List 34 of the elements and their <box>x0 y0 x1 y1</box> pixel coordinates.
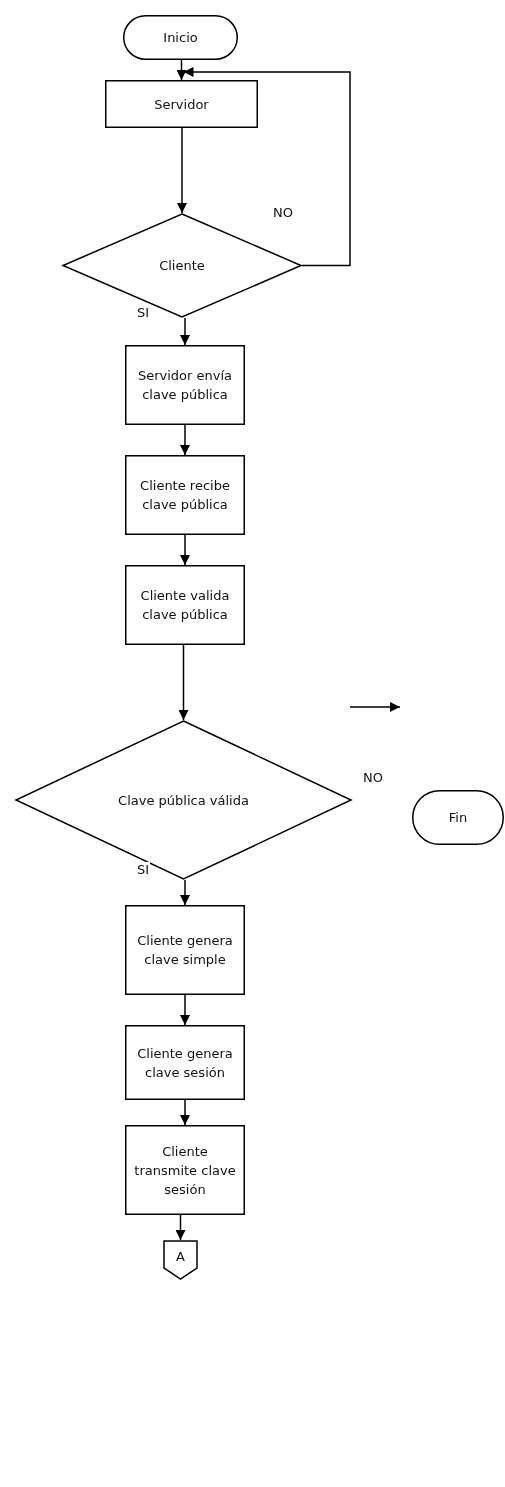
node-text: Cliente genera clave sesión <box>136 1044 234 1082</box>
process-box <box>125 565 245 645</box>
node-text: A <box>176 1247 185 1266</box>
off-page-connector <box>163 1240 198 1280</box>
process-box <box>125 455 245 535</box>
arrow <box>176 59 187 81</box>
node-text: Clave pública válida <box>118 791 249 810</box>
node-text: Servidor <box>154 95 209 114</box>
terminator-shape <box>123 15 238 60</box>
node-text: Cliente genera clave simple <box>136 932 234 969</box>
arrow <box>180 994 190 1026</box>
node-text: Cliente valida clave pública <box>139 587 231 624</box>
node-text: Servidor envía clave pública <box>136 367 234 404</box>
process-box <box>105 80 258 128</box>
arrow <box>177 127 187 214</box>
arrow <box>180 879 190 906</box>
node-text: Inicio <box>163 29 198 47</box>
arrow <box>180 424 190 456</box>
node-text: Cliente recibe clave pública <box>139 477 231 514</box>
process-box <box>125 1025 245 1100</box>
node-text: Fin <box>448 809 468 827</box>
arrow <box>182 67 351 267</box>
node-text: Cliente transmite clave sesión <box>133 1142 237 1199</box>
arrow <box>175 1214 186 1241</box>
node-text: Cliente <box>159 257 205 275</box>
decision-diamond <box>15 720 352 880</box>
arrow <box>180 534 190 566</box>
arrow <box>180 1099 190 1126</box>
arrow <box>180 317 190 346</box>
process-box <box>125 1125 245 1215</box>
process-box <box>125 345 245 425</box>
process-box <box>125 905 245 995</box>
terminator-shape <box>412 790 504 845</box>
arrow <box>178 644 189 721</box>
